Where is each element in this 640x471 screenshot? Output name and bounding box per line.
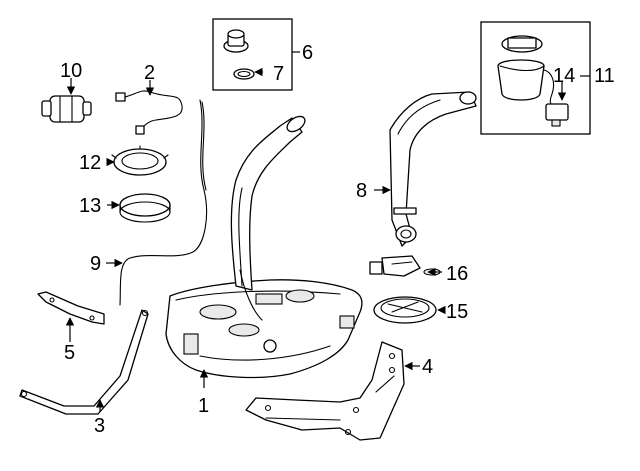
callout-4: 4 xyxy=(422,356,433,378)
wiring-harness-icon xyxy=(115,90,183,135)
callout-3: 3 xyxy=(94,415,105,437)
skid-plate-icon xyxy=(245,341,405,441)
callout-15: 15 xyxy=(446,301,468,323)
callout-7: 7 xyxy=(273,63,284,85)
callout-13: 13 xyxy=(79,195,101,217)
callout-8: 8 xyxy=(356,180,367,202)
callout-12: 12 xyxy=(79,152,101,174)
vent-hose-icon xyxy=(119,99,208,306)
o-ring-icon xyxy=(233,68,255,80)
fuel-filter-icon xyxy=(41,95,92,123)
filler-neck-icon xyxy=(389,91,477,247)
fuel-pump-icon xyxy=(497,35,557,109)
fuel-cap-icon xyxy=(223,29,249,53)
callout-1: 1 xyxy=(198,395,209,417)
cap-kit-group: 7 6 xyxy=(212,18,313,91)
pump-sensor-icon xyxy=(545,103,569,127)
callout-11: 11 xyxy=(594,65,615,87)
bracket-icon xyxy=(37,291,105,325)
callout-5: 5 xyxy=(64,342,75,364)
callout-16: 16 xyxy=(446,263,468,285)
gasket-seal-icon xyxy=(119,193,171,223)
callout-6: 6 xyxy=(302,42,313,64)
callout-9: 9 xyxy=(90,253,101,275)
lock-ring-icon xyxy=(111,145,169,176)
callout-2: 2 xyxy=(144,62,155,84)
cover-plate-icon xyxy=(373,296,437,324)
level-sender-icon xyxy=(369,255,441,277)
tank-filler-tube-icon xyxy=(230,115,306,321)
callout-10: 10 xyxy=(60,60,82,82)
fuel-pump-group: 14 11 xyxy=(480,21,615,135)
tank-strap-icon xyxy=(19,309,149,415)
fuel-tank-icon xyxy=(165,279,363,379)
callout-14: 14 xyxy=(553,65,575,87)
